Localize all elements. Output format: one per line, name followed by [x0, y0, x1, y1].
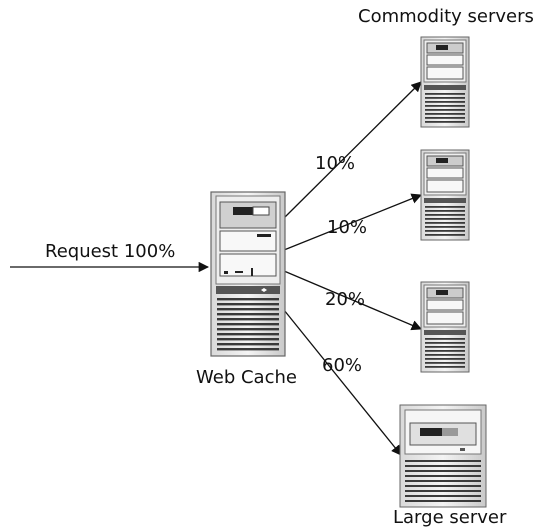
route-arrow-2 [283, 193, 422, 251]
route-arrow-4 [283, 309, 402, 456]
route-percent-4: 60% [322, 355, 363, 376]
commodity-servers-label: Commodity servers [358, 6, 534, 27]
large-server-icon [399, 404, 487, 508]
route-percent-3: 20% [325, 289, 366, 310]
web-cache-vents [217, 298, 279, 351]
route-percent-1: 10% [315, 153, 356, 174]
route-percent-2: 10% [327, 217, 368, 238]
route-arrow-1 [283, 81, 422, 219]
large-server-label: Large server [393, 507, 507, 528]
web-cache-label: Web Cache [196, 367, 297, 388]
web-cache-server-icon [210, 191, 286, 357]
route-arrow-3 [283, 270, 422, 331]
commodity-server-1-icon [420, 36, 470, 128]
commodity-server-3-icon [420, 281, 470, 373]
request-label: Request 100% [45, 241, 176, 262]
commodity-server-2-icon [420, 149, 470, 241]
